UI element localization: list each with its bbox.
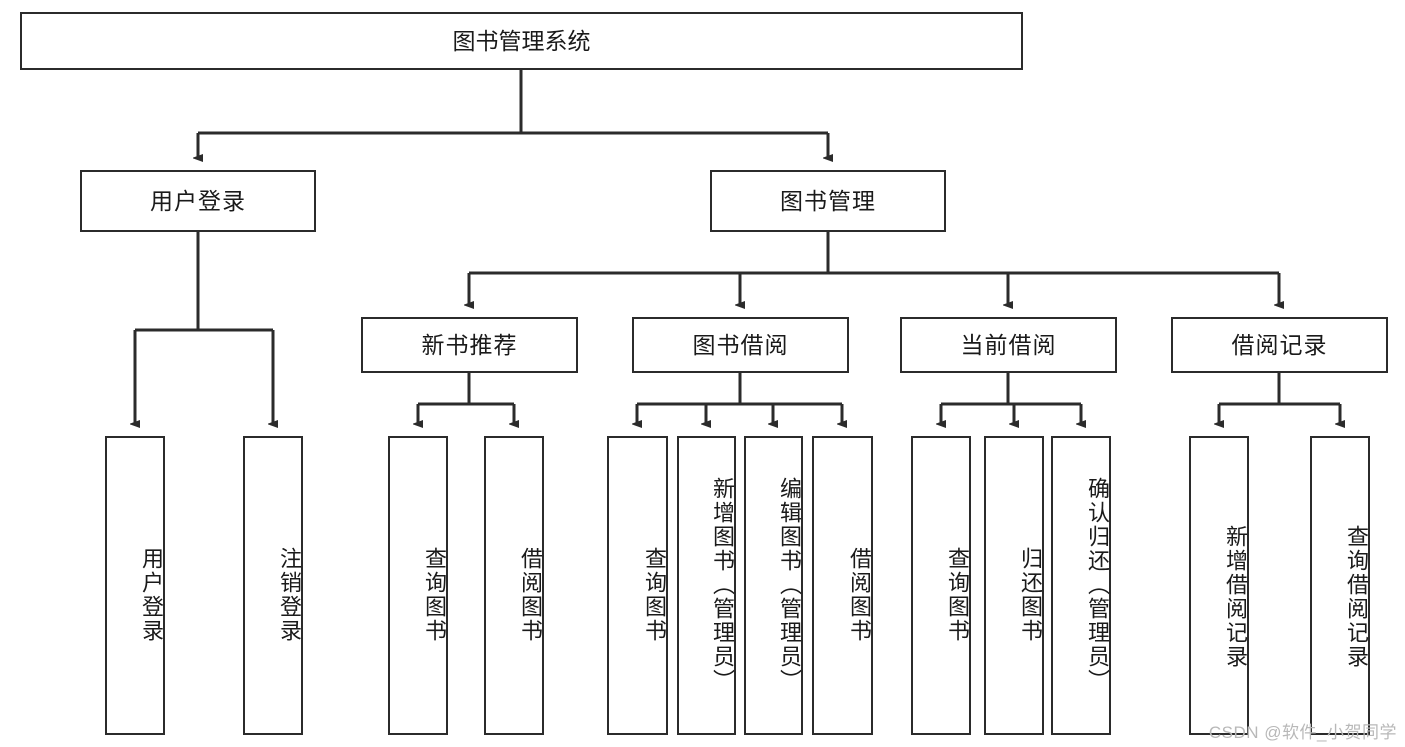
leaf-user-logout-label: 注销登录	[277, 546, 302, 643]
leaf-query-book-1-label: 查询图书	[422, 546, 447, 643]
leaf-user-login-label: 用户登录	[139, 546, 164, 643]
node-user-login[interactable]: 用户登录	[80, 170, 316, 232]
leaf-query-book-2-label: 查询图书	[642, 546, 667, 643]
node-root[interactable]: 图书管理系统	[20, 12, 1023, 70]
leaf-borrow-book-2[interactable]: 借阅图书	[812, 436, 873, 735]
node-new-book-rec[interactable]: 新书推荐	[361, 317, 578, 373]
node-borrow-record[interactable]: 借阅记录	[1171, 317, 1388, 373]
leaf-add-record[interactable]: 新增借阅记录	[1189, 436, 1249, 735]
leaf-borrow-book-1[interactable]: 借阅图书	[484, 436, 544, 735]
node-user-login-label: 用户登录	[150, 187, 246, 214]
watermark: CSDN @软件_小贺同学	[1208, 723, 1397, 742]
leaf-add-book[interactable]: 新增图书（管理员）	[677, 436, 736, 735]
leaf-user-login[interactable]: 用户登录	[105, 436, 165, 735]
leaf-return-book[interactable]: 归还图书	[984, 436, 1044, 735]
leaf-return-book-label: 归还图书	[1018, 546, 1043, 643]
node-book-borrow[interactable]: 图书借阅	[632, 317, 849, 373]
leaf-query-book-3-label: 查询图书	[945, 546, 970, 643]
leaf-add-record-label: 新增借阅记录	[1223, 524, 1248, 669]
leaf-confirm-return[interactable]: 确认归还（管理员）	[1051, 436, 1111, 735]
node-book-borrow-label: 图书借阅	[692, 331, 789, 358]
node-new-book-rec-label: 新书推荐	[421, 331, 518, 358]
leaf-edit-book-label: 编辑图书（管理员）	[777, 476, 802, 693]
node-current-borrow[interactable]: 当前借阅	[900, 317, 1117, 373]
leaf-query-book-3[interactable]: 查询图书	[911, 436, 971, 735]
leaf-user-logout[interactable]: 注销登录	[243, 436, 303, 735]
leaf-borrow-book-1-label: 借阅图书	[518, 546, 543, 643]
leaf-query-book-1[interactable]: 查询图书	[388, 436, 448, 735]
node-book-manage[interactable]: 图书管理	[710, 170, 946, 232]
leaf-query-record-label: 查询借阅记录	[1344, 524, 1369, 669]
leaf-query-book-2[interactable]: 查询图书	[607, 436, 668, 735]
node-current-borrow-label: 当前借阅	[960, 331, 1057, 358]
leaf-query-record[interactable]: 查询借阅记录	[1310, 436, 1370, 735]
node-root-label: 图书管理系统	[452, 27, 591, 54]
leaf-add-book-label: 新增图书（管理员）	[710, 476, 735, 693]
node-book-manage-label: 图书管理	[780, 187, 876, 214]
leaf-borrow-book-2-label: 借阅图书	[847, 546, 872, 643]
leaf-confirm-return-label: 确认归还（管理员）	[1085, 476, 1110, 693]
leaf-edit-book[interactable]: 编辑图书（管理员）	[744, 436, 803, 735]
node-borrow-record-label: 借阅记录	[1231, 331, 1328, 358]
